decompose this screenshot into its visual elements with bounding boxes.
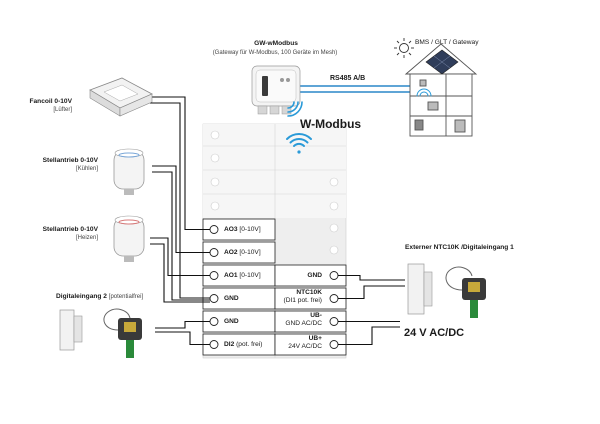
terminal-gnd-2: GND [224,318,239,326]
terminal-ntc10k: NTC10K (DI1 pot. frei) [270,289,322,305]
terminal-di2: DI2 (pot. frei) [224,341,263,349]
terminal-ub-minus: UB- GND AC/DC [270,312,322,328]
terminal-ao2: AO2 [0-10V] [224,249,261,257]
terminal-ntc10k-desc: (DI1 pot. frei) [283,297,322,304]
wmodbus-text: W-Modbus [300,117,362,131]
wiring [150,96,405,346]
valve-heat-desc: [Heizen] [75,235,98,241]
building-wifi-icon [416,88,432,97]
fancoil-desc: [Lüfter] [53,107,72,113]
terminal-ao1-unit: [0-10V] [239,272,261,279]
wmodbus-title: W-Modbus [300,117,361,131]
valve-cool-name: Stellantrieb 0-10V [42,157,98,164]
valve-cool-label: Stellantrieb 0-10V [Kühlen] [10,157,98,173]
rs485-label: RS485 A/B [330,75,365,83]
terminal-ub-plus-desc: 24V AC/DC [288,343,322,350]
fancoil-label: Fancoil 0-10V [Lüfter] [10,98,72,114]
terminal-di2-name: DI2 [224,341,235,348]
fancoil-name: Fancoil 0-10V [29,98,72,105]
gateway-description: (Gateway für W-Modbus, 100 Geräte im Mes… [212,50,338,56]
rs485-bus [300,85,410,93]
panel-wifi-icon [286,133,312,154]
gateway-name: GW-wModbus [254,40,298,47]
supply-label: 24 V AC/DC [404,327,464,340]
terminal-block-right [274,264,347,356]
valve-heat-name: Stellantrieb 0-10V [42,226,98,233]
rs485-text: RS485 A/B [330,75,366,82]
terminal-ub-plus-name: UB+ [308,335,322,342]
terminal-block-left [202,218,276,356]
valve-heat-label: Stellantrieb 0-10V [Heizen] [10,226,98,242]
fancoil-device [89,77,153,117]
terminal-ub-minus-desc: GND AC/DC [285,320,322,327]
valve-cool-device [113,148,145,195]
external-ntc-device [407,263,486,318]
terminal-ub-minus-name: UB- [310,312,322,319]
terminal-ao3-unit: [0-10V] [239,226,261,233]
terminal-gnd-right-name: GND [307,272,322,279]
solar-panel-icon [425,49,459,75]
bms-label: BMS / GLT / Gateway [415,39,479,46]
valve-heat-device [113,215,145,262]
terminal-di2-unit: (pot. frei) [236,341,263,348]
external-ntc-name: Externer NTC10K /Digitaleingang 1 [405,244,514,251]
building-icon [404,43,478,137]
terminal-ao1-name: AO1 [224,272,238,279]
sun-icon [394,38,414,58]
digital-input-2-device [59,308,142,358]
terminal-gnd-1-name: GND [224,295,239,302]
valve-cool-desc: [Kühlen] [75,166,98,172]
digital2-name: Digitaleingang 2 [56,293,107,300]
digital2-desc: [potentialfrei] [108,294,144,300]
digital2-label: Digitaleingang 2 [potentialfrei] [56,293,143,301]
terminal-ao1: AO1 [0-10V] [224,272,261,280]
terminal-ntc10k-name: NTC10K [296,289,322,296]
supply-text: 24 V AC/DC [404,327,465,339]
gateway-wifi-icon [287,101,303,117]
terminal-gnd-2-name: GND [224,318,239,325]
terminal-ao3: AO3 [0-10V] [224,226,261,234]
terminal-ub-plus: UB+ 24V AC/DC [270,335,322,351]
external-ntc-label: Externer NTC10K /Digitaleingang 1 [405,244,514,252]
terminal-ao2-name: AO2 [224,249,238,256]
terminal-gnd-right: GND [276,272,322,280]
terminal-ao2-unit: [0-10V] [239,249,261,256]
terminal-gnd-1: GND [224,295,239,303]
gateway-label: GW-wModbus [228,40,324,48]
gateway-device [251,65,301,115]
terminal-ao3-name: AO3 [224,226,238,233]
